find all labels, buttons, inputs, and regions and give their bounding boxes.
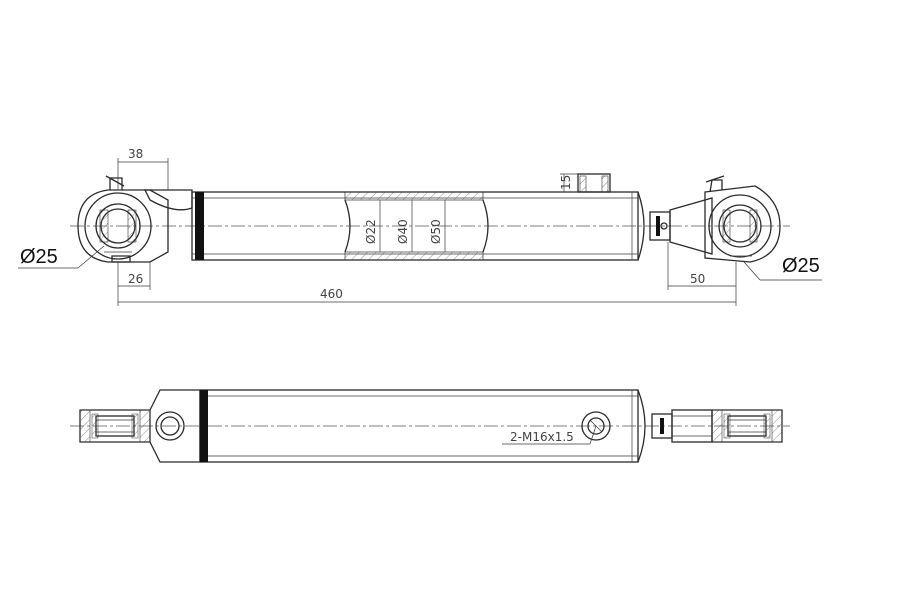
port-boss: 15	[559, 173, 611, 193]
dim-460: 460	[118, 262, 737, 306]
dim-26: 26	[117, 262, 151, 306]
right-eye-plan	[711, 409, 783, 443]
pin-right-callout: Ø25	[743, 255, 822, 281]
dim-38: 38	[117, 147, 169, 190]
collar-band-plan	[200, 390, 208, 462]
collar-band	[195, 192, 204, 260]
pin-left-label: Ø25	[20, 246, 58, 268]
rod-end	[649, 197, 713, 255]
dim-50-label: 50	[690, 272, 705, 286]
dim-38-label: 38	[128, 147, 143, 161]
section-cutaway: Ø22 Ø40 Ø50	[344, 191, 489, 261]
left-eye	[77, 175, 193, 263]
dim-26-label: 26	[128, 272, 143, 286]
dim-460-label: 460	[320, 287, 343, 301]
bore-outer-label: Ø50	[429, 219, 443, 244]
pin-left-callout: Ø25	[18, 245, 105, 269]
top-view: 2-M16x1.5	[70, 389, 790, 463]
dim-15-label: 15	[559, 175, 573, 190]
ports-label: 2-M16x1.5	[510, 430, 574, 444]
dim-50: 50	[667, 242, 736, 290]
rod-diameter-label: Ø22	[364, 219, 378, 244]
bore-inner-label: Ø40	[396, 219, 410, 244]
side-view: Ø22 Ø40 Ø50 15	[18, 147, 822, 306]
right-eye	[704, 175, 781, 263]
port-plan: 2-M16x1.5	[502, 411, 611, 445]
pin-right-label: Ø25	[782, 255, 820, 277]
cylinder-barrel-plan	[199, 389, 646, 463]
